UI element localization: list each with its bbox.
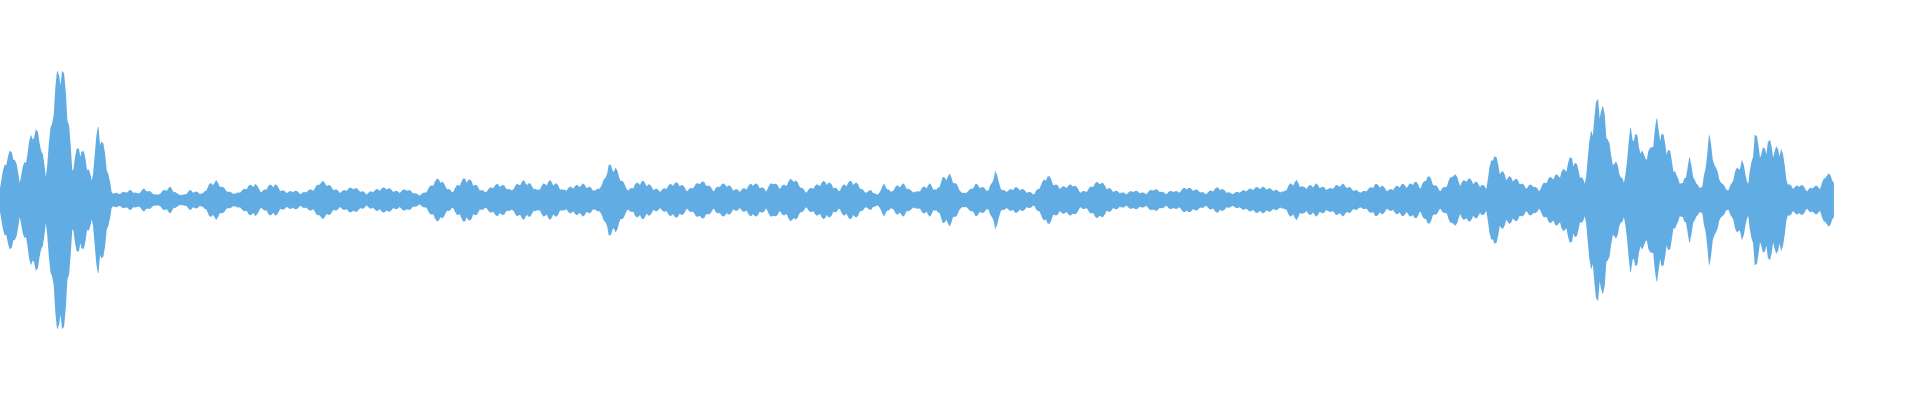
waveform-shape: [0, 70, 1834, 330]
